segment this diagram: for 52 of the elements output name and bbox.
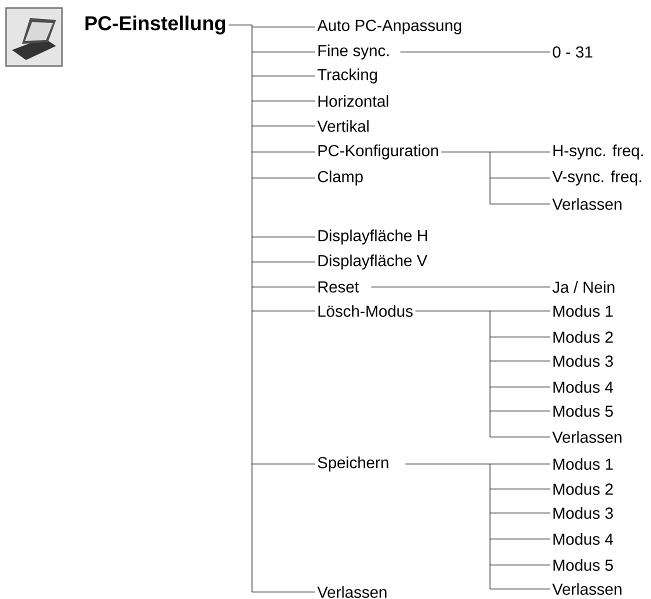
menu-item: V-sync. freq. bbox=[552, 170, 642, 186]
menu-item: Displayfläche H bbox=[318, 230, 427, 244]
menu-item: Speichern bbox=[318, 456, 388, 472]
menu-item: Verlassen bbox=[552, 431, 622, 443]
connector-line bbox=[252, 286, 316, 288]
connector-line bbox=[490, 588, 550, 590]
menu-item: Displayfläche V bbox=[318, 254, 428, 270]
connector-line bbox=[370, 286, 550, 288]
connector-line bbox=[490, 386, 550, 388]
connector-line bbox=[490, 512, 550, 514]
menu-item: Verlassen bbox=[317, 586, 386, 598]
menu-title: PC-Einstellung bbox=[86, 16, 226, 34]
menu-item: 0 - 31 bbox=[552, 46, 592, 58]
connector-line bbox=[490, 310, 550, 312]
connector-line bbox=[490, 488, 550, 490]
connector-line bbox=[490, 564, 550, 566]
menu-item: Lösch-Modus bbox=[318, 305, 413, 317]
connector-line bbox=[490, 336, 550, 338]
connector-line bbox=[415, 310, 490, 438]
menu-item: Verlassen bbox=[552, 583, 622, 595]
connector-line bbox=[490, 360, 550, 362]
connector-line bbox=[440, 152, 490, 204]
connector-line bbox=[490, 410, 550, 412]
menu-item: Modus 4 bbox=[554, 533, 614, 545]
connector-line bbox=[252, 100, 316, 102]
menu-item: Horizontal bbox=[318, 95, 388, 107]
menu-item: Modus 1 bbox=[554, 305, 613, 317]
menu-item: PC-Konfiguration bbox=[318, 144, 438, 160]
connector-line bbox=[490, 436, 550, 438]
connector-line bbox=[252, 236, 316, 238]
menu-item: Modus 3 bbox=[554, 507, 613, 519]
menu-item: Modus 3 bbox=[554, 355, 613, 367]
menu-item: Verlassen bbox=[552, 198, 622, 210]
menu-item: Modus 5 bbox=[554, 559, 613, 571]
menu-item: Modus 2 bbox=[554, 331, 613, 343]
menu-item: Auto PC-Anpassung bbox=[317, 20, 462, 34]
menu-item: Tracking bbox=[318, 68, 377, 84]
menu-item: Ja / Nein bbox=[552, 281, 614, 293]
menu-item: Clamp bbox=[318, 170, 363, 186]
menu-item: Fine sync. bbox=[318, 44, 389, 60]
menu-item: Vertikal bbox=[317, 120, 369, 132]
menu-item: Modus 2 bbox=[554, 483, 613, 495]
menu-item: Reset bbox=[318, 281, 359, 293]
menu-item: Modus 4 bbox=[554, 381, 614, 393]
connector-line bbox=[405, 464, 490, 590]
connector-line bbox=[252, 310, 316, 312]
menu-item: Modus 1 bbox=[554, 458, 613, 470]
connector-line bbox=[490, 538, 550, 540]
connector-line bbox=[252, 26, 316, 28]
menu-item: H-sync. freq. bbox=[554, 144, 643, 160]
menu-item: Modus 5 bbox=[554, 405, 613, 417]
connector-line bbox=[228, 24, 252, 592]
